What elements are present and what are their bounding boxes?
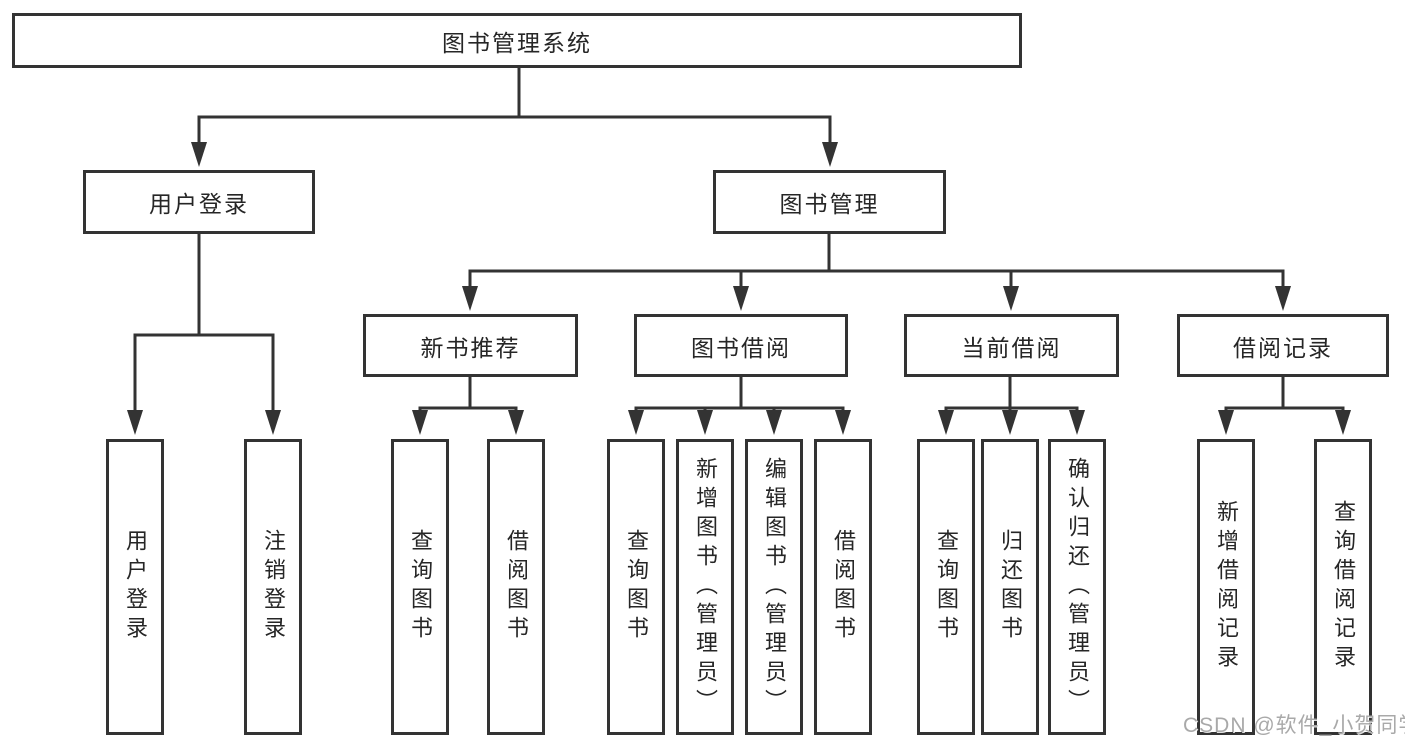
arrowhead-leaf-query-books-borrow (628, 410, 644, 435)
arrowhead-leaf-user-login (127, 410, 143, 435)
arrowhead-leaf-add-record (1218, 410, 1234, 435)
connector-root-to-level1 (197, 68, 832, 144)
arrowhead-leaf-return-books (1002, 410, 1018, 435)
connector-new-book-branch (418, 377, 518, 411)
leaf-query-books-newrec: 查询图书 (391, 439, 449, 735)
arrowhead-borrowing-records (1275, 286, 1291, 311)
arrowhead-leaf-logout (265, 410, 281, 435)
leaf-query-books-current: 查询图书 (917, 439, 975, 735)
arrowhead-leaf-query-record (1335, 410, 1351, 435)
arrowhead-book-management (822, 142, 838, 167)
arrowhead-new-book (462, 286, 478, 311)
arrowhead-leaf-confirm-return (1069, 410, 1085, 435)
arrowhead-leaf-add-book (697, 410, 713, 435)
node-borrowing-records: 借阅记录 (1177, 314, 1389, 377)
leaf-add-book-admin: 新增图书（管理员） (676, 439, 734, 735)
arrowhead-leaf-borrow-books-newrec (508, 410, 524, 435)
arrowhead-leaf-edit-book (766, 410, 782, 435)
arrowhead-leaf-query-books-newrec (412, 410, 428, 435)
leaf-query-borrow-record: 查询借阅记录 (1314, 439, 1372, 735)
arrowhead-leaf-query-books-current (938, 410, 954, 435)
arrowhead-user-login (191, 142, 207, 167)
node-user-login: 用户登录 (83, 170, 315, 234)
leaf-confirm-return-admin: 确认归还（管理员） (1048, 439, 1106, 735)
node-new-book-recommend: 新书推荐 (363, 314, 578, 377)
connector-book-borrowing-branch (634, 377, 845, 411)
arrowhead-current-borrowing (1003, 286, 1019, 311)
node-book-borrowing: 图书借阅 (634, 314, 848, 377)
leaf-query-books-borrow: 查询图书 (607, 439, 665, 735)
leaf-user-login: 用户登录 (106, 439, 164, 735)
leaf-borrow-books: 借阅图书 (814, 439, 872, 735)
leaf-borrow-books-newrec: 借阅图书 (487, 439, 545, 735)
leaf-add-borrow-record: 新增借阅记录 (1197, 439, 1255, 735)
leaf-return-books: 归还图书 (981, 439, 1039, 735)
connector-user-login-branch (133, 234, 275, 411)
leaf-edit-book-admin: 编辑图书（管理员） (745, 439, 803, 735)
node-library-system: 图书管理系统 (12, 13, 1022, 68)
arrowhead-book-borrowing (733, 286, 749, 311)
node-current-borrowing: 当前借阅 (904, 314, 1119, 377)
connector-borrowing-records-branch (1224, 377, 1345, 411)
leaf-logout-login: 注销登录 (244, 439, 302, 735)
arrowhead-leaf-borrow-books (835, 410, 851, 435)
connector-book-management-branch (468, 234, 1285, 288)
watermark-text: CSDN @软件_小贺同学 (1183, 714, 1405, 737)
node-book-management: 图书管理 (713, 170, 946, 234)
connector-current-borrowing-branch (944, 377, 1079, 411)
